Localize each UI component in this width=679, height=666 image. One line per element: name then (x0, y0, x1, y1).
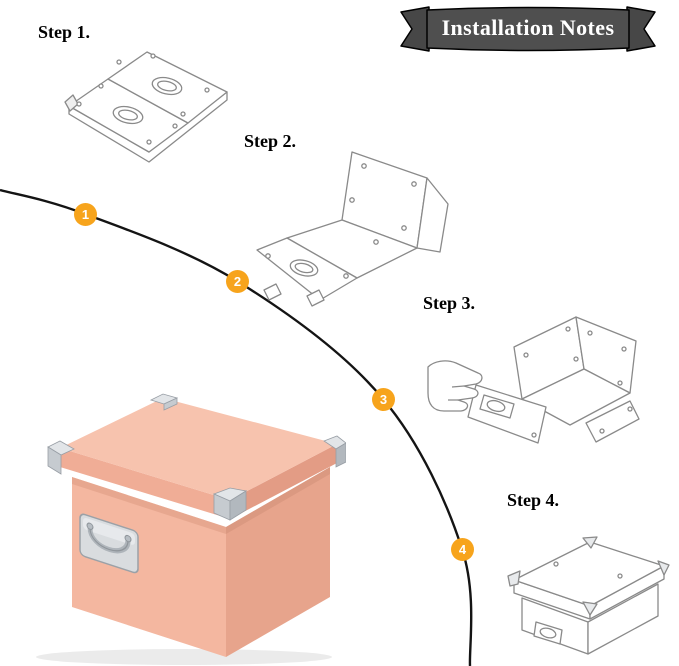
step-1-marker: 1 (74, 203, 97, 226)
bottom-panel (521, 368, 631, 426)
product-box-photo (28, 383, 347, 666)
title-banner: Installation Notes (399, 4, 657, 54)
ribbon-band (426, 6, 630, 52)
step-4-label: Step 4. (507, 490, 560, 510)
screw-holes (76, 53, 210, 145)
handle-oval (486, 399, 506, 413)
tab-foot (306, 289, 325, 307)
corner-protectors (47, 393, 347, 521)
ribbon-banner-shape (400, 6, 656, 52)
handle-oval (289, 259, 319, 277)
step-3-marker: 3 (372, 388, 395, 411)
ribbon-left-tail (400, 6, 430, 52)
box-lid (60, 398, 337, 519)
front-flap (256, 237, 358, 301)
box-shadow (36, 649, 332, 665)
handle-plate (479, 394, 515, 419)
step-2-label: Step 2. (244, 131, 297, 151)
corner-protector-back (149, 393, 179, 411)
handle-plate (533, 621, 563, 645)
finger-lines (448, 385, 465, 401)
flat-panel-right (107, 51, 228, 124)
step-4-marker: 4 (451, 538, 474, 561)
step-4-illustration (507, 536, 670, 655)
ribbon-right-tail (626, 6, 656, 52)
step-1-label: Step 1. (38, 22, 91, 42)
handle-oval (539, 627, 557, 639)
banner-title: Installation Notes (441, 15, 615, 40)
corner-protector-right (323, 435, 347, 468)
step-2-illustration (256, 151, 449, 307)
lower-right-flap (585, 400, 640, 443)
corner-protectors (507, 536, 670, 616)
metal-handle (79, 513, 139, 574)
product-box-graphic (36, 393, 347, 665)
step-3-label: Step 3. (423, 293, 476, 313)
box-body (72, 467, 330, 657)
corner-protector-front (212, 487, 248, 521)
corner-protector-left (47, 440, 75, 475)
screw-holes (471, 326, 633, 438)
tab-foot (263, 283, 282, 301)
screw-holes (265, 163, 417, 279)
hand-icon (427, 360, 483, 412)
body-right (587, 583, 659, 655)
step-2-marker: 2 (226, 270, 249, 293)
step-1-illustration (64, 51, 228, 163)
step-3-illustration (427, 316, 640, 444)
right-flap (416, 177, 449, 253)
handle-ovals (112, 76, 183, 125)
